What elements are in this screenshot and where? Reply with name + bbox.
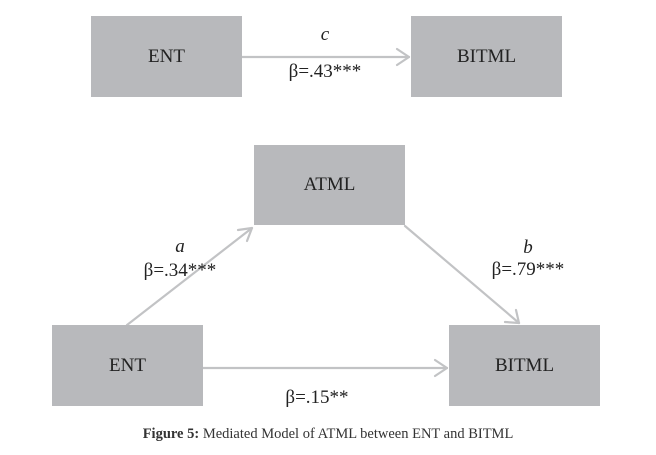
top-ent-box: ENT [91, 16, 242, 97]
caption-label: Figure 5: [142, 426, 200, 442]
top-bitml-label: BITML [456, 45, 517, 67]
atml-box: ATML [254, 145, 405, 225]
path-c-beta: β=.43*** [288, 61, 362, 82]
path-b-beta: β=.79*** [491, 259, 565, 280]
bottom-ent-box: ENT [52, 325, 203, 406]
path-a-letter: a [175, 236, 185, 257]
arrow-a-ent-to-atml [125, 226, 254, 327]
path-b-letter: b [523, 237, 533, 258]
arrow-c-total-effect [240, 47, 411, 67]
top-bitml-box: BITML [411, 16, 562, 97]
arrow-c-prime-direct-effect [201, 358, 449, 378]
figure-caption: Figure 5: Mediated Model of ATML between… [0, 426, 656, 443]
path-c-letter: c [320, 24, 330, 45]
arrow-b-atml-to-bitml [403, 224, 521, 325]
path-c-prime-beta: β=.15** [285, 387, 349, 408]
path-a-beta: β=.34*** [143, 260, 217, 281]
bottom-bitml-box: BITML [449, 325, 600, 406]
caption-text: Mediated Model of ATML between ENT and B… [199, 426, 514, 442]
top-ent-label: ENT [148, 45, 185, 67]
bottom-bitml-label: BITML [494, 354, 555, 376]
bottom-ent-label: ENT [109, 354, 146, 376]
atml-label: ATML [303, 174, 356, 195]
